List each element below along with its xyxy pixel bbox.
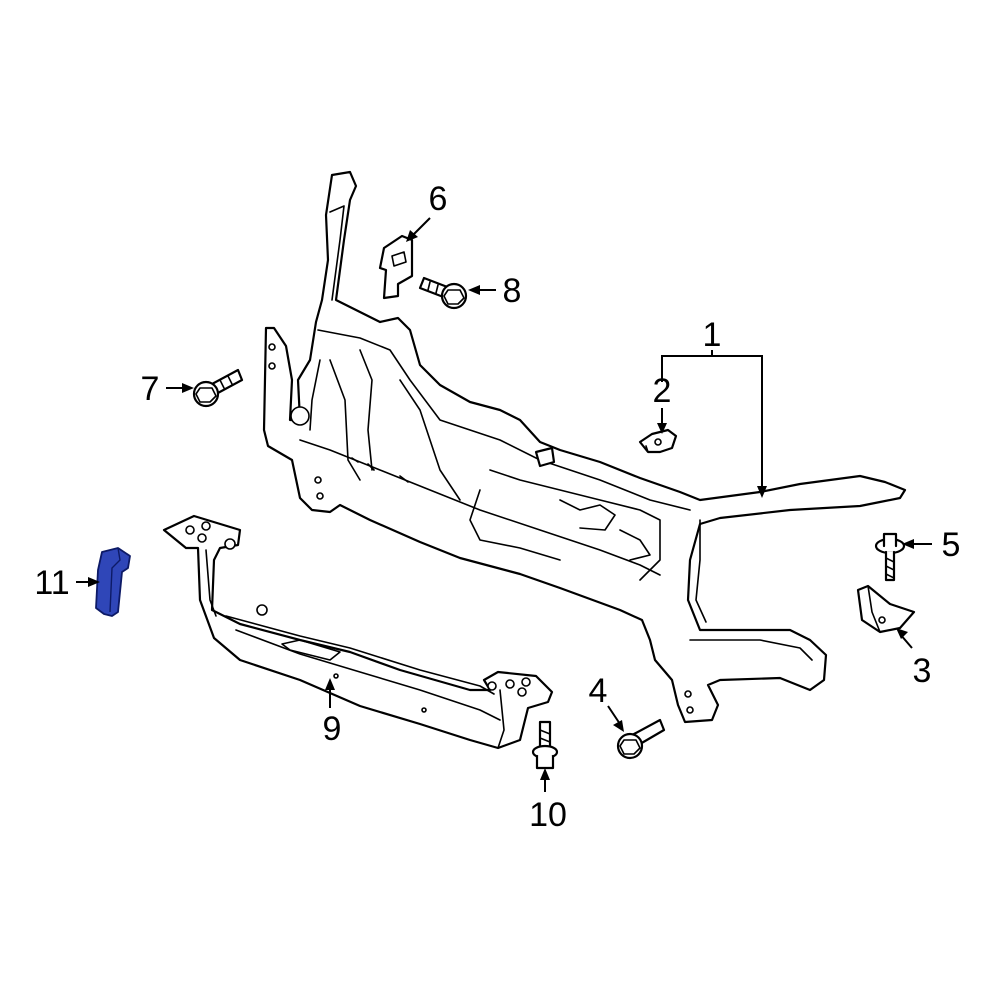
callout-labels: 1 2 3 4 5 6 7 8 9 10 11 — [34, 180, 960, 834]
leader-6 — [411, 217, 431, 237]
callout-4: 4 — [589, 672, 608, 710]
part-8-bolt[interactable] — [418, 276, 468, 310]
arrowhead-11 — [88, 577, 100, 587]
part-5-bolt[interactable] — [874, 532, 906, 582]
arrowhead-5 — [902, 539, 914, 549]
callout-1: 1 — [703, 316, 722, 354]
callout-8: 8 — [503, 272, 522, 310]
part-11-bracket-highlighted[interactable] — [95, 547, 131, 617]
arrowhead-8 — [468, 285, 480, 295]
arrowhead-9 — [325, 678, 335, 690]
leader-1-bracket — [661, 355, 763, 490]
callout-10: 10 — [529, 796, 567, 834]
callout-7: 7 — [141, 370, 160, 408]
arrowhead-3 — [896, 628, 908, 639]
arrowhead-4 — [613, 720, 624, 732]
arrowhead-6 — [406, 230, 418, 242]
part-7-bolt[interactable] — [192, 368, 244, 408]
arrowhead-10 — [540, 768, 550, 780]
arrowhead-2 — [657, 423, 667, 434]
arrowhead-7 — [182, 383, 194, 393]
callout-2: 2 — [653, 372, 672, 410]
leader-lines — [76, 217, 932, 792]
part-1-radiator-support[interactable] — [262, 170, 907, 724]
callout-6: 6 — [429, 180, 448, 218]
arrowhead-1 — [757, 486, 767, 498]
part-2-clip[interactable] — [638, 428, 678, 454]
part-3-bracket[interactable] — [856, 584, 916, 634]
callout-5: 5 — [942, 526, 961, 564]
callout-3: 3 — [913, 652, 932, 690]
leader-4 — [607, 705, 621, 725]
callout-11: 11 — [34, 564, 69, 602]
callout-9: 9 — [323, 710, 342, 748]
part-9-lower-tie-bar[interactable] — [162, 514, 554, 750]
part-4-bolt[interactable] — [616, 718, 666, 760]
part-10-bolt[interactable] — [531, 720, 559, 770]
part-6-bracket[interactable] — [378, 234, 414, 300]
